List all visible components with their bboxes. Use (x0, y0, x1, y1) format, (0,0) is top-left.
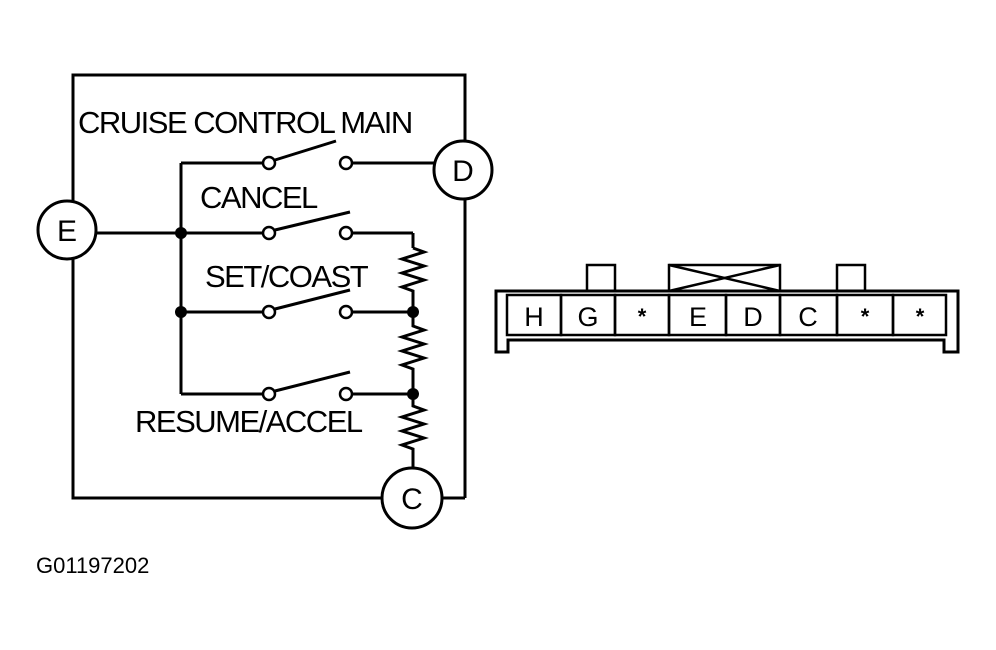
connector-pins: H G * E D C * (505, 293, 948, 337)
cancel-switch-label: CANCEL (200, 180, 318, 215)
connector-key-blocked (667, 263, 782, 293)
resistor-1 (397, 246, 429, 312)
connector-pin: * (891, 293, 948, 337)
switch-contact (338, 155, 354, 171)
pin-label: * (861, 304, 870, 329)
figure-code: G01197202 (36, 553, 149, 578)
resistor-3 (397, 394, 429, 470)
switch-contact (261, 386, 277, 402)
main-switch (181, 139, 434, 171)
connector-face: H G * E D C * (494, 263, 960, 354)
junction-dot (407, 306, 419, 318)
terminal-c: C (380, 466, 444, 530)
pin-label: H (524, 302, 544, 332)
connector-pin: E (667, 293, 728, 337)
connector-latch (835, 263, 867, 293)
connector-pin: * (613, 293, 671, 337)
switch-contact (338, 304, 354, 320)
switch-schematic: D E C CRUISE CONTROL MAIN CANCEL SET/COA… (36, 73, 494, 530)
pin-label: D (743, 302, 763, 332)
terminal-d: D (432, 139, 494, 201)
switch-contact (338, 225, 354, 241)
switch-contact (261, 225, 277, 241)
pin-label: C (798, 302, 818, 332)
pin-label: E (689, 302, 707, 332)
resistor-2 (397, 312, 429, 394)
terminal-c-label: C (401, 483, 423, 516)
set-coast-switch-label: SET/COAST (205, 259, 369, 294)
resume-accel-switch (181, 370, 413, 402)
connector-pin: C (778, 293, 839, 337)
pin-label: * (638, 304, 647, 329)
pin-label: G (577, 302, 598, 332)
connector-housing (494, 289, 960, 354)
terminal-e-label: E (57, 215, 77, 248)
junction-dot (407, 388, 419, 400)
connector-pin: * (835, 293, 895, 337)
pin-label: * (916, 304, 925, 329)
switch-housing (71, 73, 467, 500)
switch-contact (261, 155, 277, 171)
terminal-d-label: D (452, 155, 474, 188)
connector-pin: D (724, 293, 782, 337)
terminal-e: E (36, 199, 98, 261)
connector-pin: H (505, 293, 563, 337)
set-coast-switch (181, 288, 413, 320)
schematic-title: CRUISE CONTROL MAIN (78, 105, 412, 140)
switch-contact (338, 386, 354, 402)
cancel-switch (181, 210, 415, 248)
switch-contact (261, 304, 277, 320)
connector-pin: G (559, 293, 617, 337)
connector-latch (585, 263, 617, 293)
resume-accel-switch-label: RESUME/ACCEL (135, 404, 363, 439)
